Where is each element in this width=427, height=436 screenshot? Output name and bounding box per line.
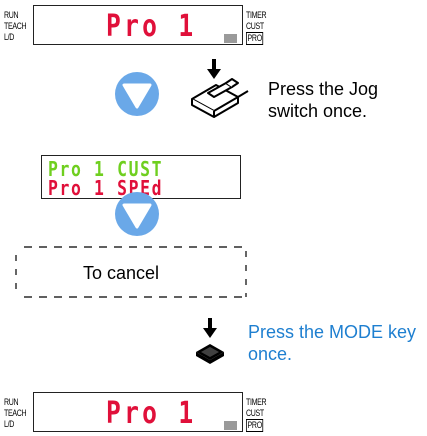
top-right-labels: TIMER CUST PRO	[246, 10, 267, 45]
bottom-display-indicator	[224, 421, 237, 430]
run-label: RUN	[4, 397, 19, 407]
mode-key-icon	[196, 318, 224, 364]
jog-switch-icon	[191, 59, 249, 118]
bottom-left-labels: RUN TEACH L/D	[4, 397, 27, 430]
top-display: Pro 1	[33, 5, 243, 45]
top-display-text: Pro 1	[106, 9, 197, 44]
ld-label: L/D	[4, 419, 14, 429]
down-arrow-icon	[115, 72, 159, 116]
top-display-indicator	[224, 34, 237, 43]
run-label: RUN	[4, 10, 19, 20]
cust-label: CUST	[246, 21, 264, 31]
mode-instruction: Press the MODE key once.	[248, 321, 418, 365]
timer-label: TIMER	[246, 397, 267, 407]
ld-label: L/D	[4, 32, 14, 42]
mid-display-upper: Pro 1 CUST	[48, 157, 164, 181]
cancel-label: To cancel	[83, 263, 160, 283]
cancel-box-border	[15, 246, 247, 298]
bottom-display: Pro 1	[33, 392, 243, 432]
jog-instruction-text: Press the Jog switch once.	[268, 79, 379, 121]
top-left-labels: RUN TEACH L/D	[4, 10, 27, 43]
bottom-right-labels: TIMER CUST PRO	[246, 397, 267, 432]
pro-label: PRO	[246, 419, 264, 432]
down-arrow-icon	[115, 192, 159, 236]
teach-label: TEACH	[4, 408, 27, 418]
teach-label: TEACH	[4, 21, 27, 31]
mode-instruction-text: Press the MODE key once.	[248, 322, 417, 364]
timer-label: TIMER	[246, 10, 267, 20]
bottom-display-text: Pro 1	[106, 396, 197, 431]
cust-label: CUST	[246, 408, 264, 418]
jog-instruction: Press the Jog switch once.	[268, 78, 418, 122]
pro-label: PRO	[246, 32, 264, 45]
